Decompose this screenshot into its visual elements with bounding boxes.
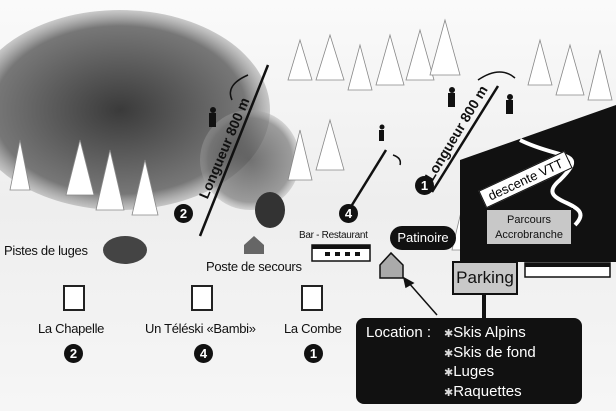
skiers	[209, 87, 513, 141]
ski-lift-icon	[63, 285, 85, 311]
slope-2-number: 2	[174, 204, 193, 223]
rental-item: Luges	[444, 363, 536, 383]
building-right	[524, 262, 611, 278]
direction-arrows	[229, 71, 516, 316]
first-aid-house-icon	[244, 236, 264, 254]
lift-number: 2	[64, 344, 83, 363]
lift-number: 4	[194, 344, 213, 363]
poste-secours-label: Poste de secours	[206, 259, 302, 274]
slope-1-number: 1	[415, 176, 434, 195]
patinoire-label: Patinoire	[390, 226, 456, 250]
rental-item: Skis Alpins	[444, 324, 536, 344]
location-label: Location :	[366, 324, 432, 341]
parcours-line2: Accrobranche	[495, 229, 563, 241]
rental-item: Raquettes	[444, 383, 536, 403]
lift-name: Un Téléski «Bambi»	[145, 321, 256, 336]
lift-number: 1	[304, 344, 323, 363]
slope-lines	[198, 64, 500, 237]
bar-restaurant-label: Bar - Restaurant	[299, 230, 368, 241]
parcours-line1: Parcours	[506, 214, 552, 226]
patinoire-house-icon	[379, 251, 404, 279]
rock-icon	[255, 192, 285, 228]
parcours-accrobranche-sign: Parcours Accrobranche	[485, 208, 573, 246]
restaurant-building	[311, 244, 371, 262]
slope-4-number: 4	[339, 204, 358, 223]
lift-name: La Chapelle	[38, 321, 105, 336]
parking-sign: Parking	[452, 261, 518, 295]
rental-item: Skis de fond	[444, 344, 536, 364]
vtt-trail	[519, 138, 583, 227]
lift-name: La Combe	[284, 321, 342, 336]
pistes-luges-label: Pistes de luges	[4, 243, 88, 258]
ski-lift-icon	[191, 285, 213, 311]
ski-lift-icon	[301, 285, 323, 311]
location-rental-box: Location : Skis Alpins Skis de fond Luge…	[356, 318, 582, 404]
